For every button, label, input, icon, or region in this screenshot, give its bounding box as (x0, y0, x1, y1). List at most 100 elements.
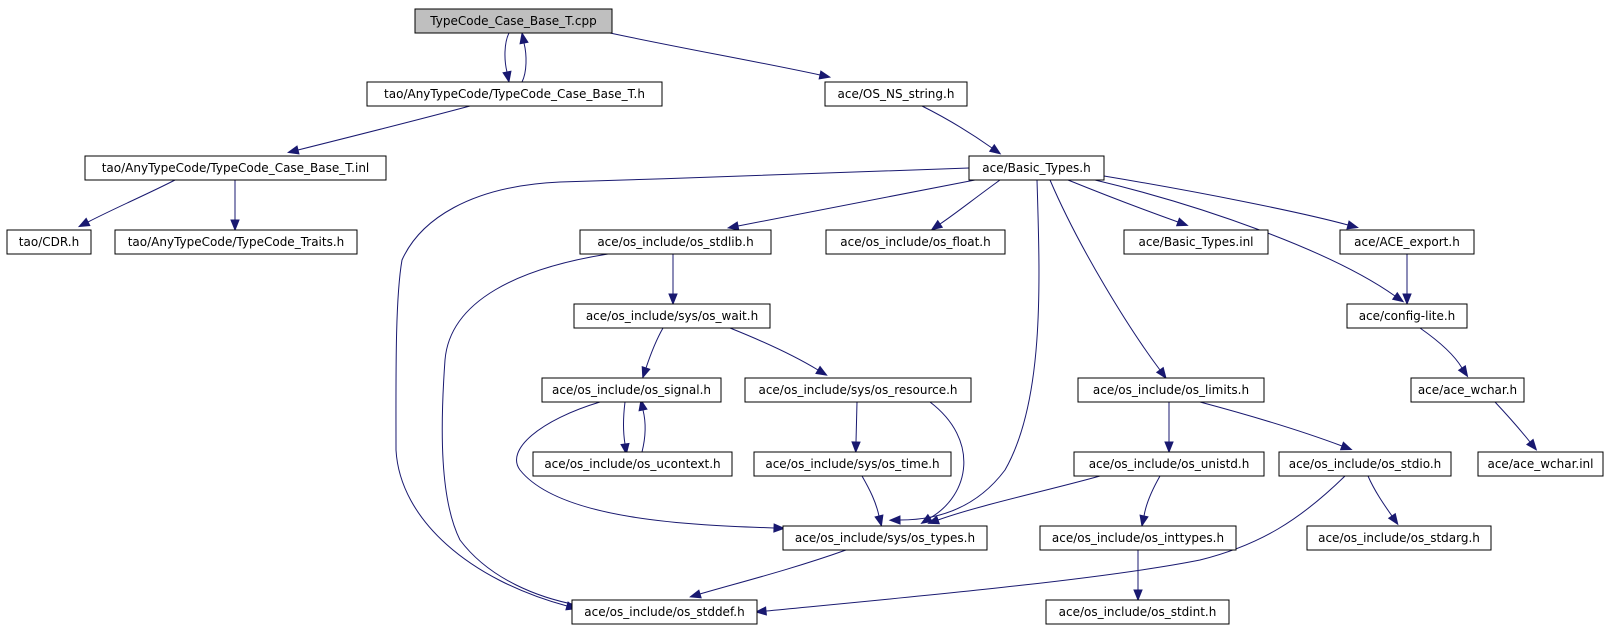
node-box (753, 451, 952, 477)
node-tao-anytypecode-typecode-traits-h[interactable]: tao/AnyTypeCode/TypeCode_Traits.h (114, 229, 358, 255)
edge-line (395, 167, 970, 607)
node-label: TypeCode_Case_Base_T.cpp (429, 14, 596, 28)
node-label: ace/os_include/os_stdarg.h (1318, 531, 1480, 545)
node-label: ace/os_include/os_unistd.h (1089, 457, 1250, 471)
edge-line (1199, 401, 1343, 447)
arrowhead (988, 143, 1002, 155)
edge-line (939, 179, 1001, 225)
edge-line (737, 179, 976, 227)
edge-line (641, 409, 646, 453)
node-label: ace/os_include/os_stdio.h (1289, 457, 1442, 471)
edge-time-to-types (861, 475, 884, 528)
edge-basic-to-types (888, 179, 1040, 525)
edge-root-to-osns (609, 32, 832, 80)
node-box (782, 525, 988, 551)
node-tao-anytypecode-typecode-case-base-t-h[interactable]: tao/AnyTypeCode/TypeCode_Case_Base_T.h (366, 81, 663, 107)
edge-line (929, 401, 965, 519)
edge-line (855, 401, 858, 443)
edge-line (899, 179, 1040, 521)
node-ace-os-include-os-limits-h[interactable]: ace/os_include/os_limits.h (1077, 377, 1265, 403)
node-label: ace/os_include/os_inttypes.h (1052, 531, 1224, 545)
arrowhead (888, 515, 901, 525)
node-ace-os-include-sys-os-time-h[interactable]: ace/os_include/sys/os_time.h (753, 451, 952, 477)
node-ace-os-include-os-stdio-h[interactable]: ace/os_include/os_stdio.h (1278, 451, 1452, 477)
node-box (414, 8, 613, 34)
node-ace-os-ns-string-h[interactable]: ace/OS_NS_string.h (824, 81, 968, 107)
edge-line (1367, 475, 1393, 517)
node-label: ace/os_include/os_float.h (840, 235, 990, 249)
node-ace-os-include-os-ucontext-h[interactable]: ace/os_include/os_ucontext.h (532, 451, 733, 477)
edge-wchar-to-wcharinl (1494, 401, 1538, 451)
node-ace-os-include-os-unistd-h[interactable]: ace/os_include/os_unistd.h (1073, 451, 1265, 477)
edge-line (729, 327, 819, 371)
arrowhead (1402, 293, 1412, 306)
node-label: ace/os_include/os_limits.h (1093, 383, 1249, 397)
node-ace-ace-wchar-h[interactable]: ace/ace_wchar.h (1410, 377, 1525, 403)
node-label: ace/config-lite.h (1359, 309, 1456, 323)
node-label: ace/os_include/os_signal.h (552, 383, 711, 397)
node-label: ace/os_include/os_stddef.h (584, 605, 744, 619)
edge-line (1049, 179, 1161, 371)
node-ace-os-include-os-stdlib-h[interactable]: ace/os_include/os_stdlib.h (579, 229, 772, 255)
node-ace-basic-types-h[interactable]: ace/Basic_Types.h (968, 155, 1105, 181)
node-ace-os-include-sys-os-types-h[interactable]: ace/os_include/sys/os_types.h (782, 525, 988, 551)
edge-unistd-to-types (927, 475, 1101, 525)
node-box (573, 303, 771, 329)
edge-config-to-wchar (1419, 327, 1469, 378)
arrowhead (726, 221, 740, 231)
node-typecode-case-base-t-cpp[interactable]: TypeCode_Case_Base_T.cpp (414, 8, 613, 34)
node-ace-os-include-os-float-h[interactable]: ace/os_include/os_float.h (825, 229, 1006, 255)
edge-basic-to-binl (1067, 179, 1189, 227)
node-tao-anytypecode-typecode-case-base-t-inl[interactable]: tao/AnyTypeCode/TypeCode_Case_Base_T.inl (84, 155, 387, 181)
node-ace-config-lite-h[interactable]: ace/config-lite.h (1346, 303, 1468, 329)
node-ace-os-include-os-stdint-h[interactable]: ace/os_include/os_stdint.h (1045, 599, 1230, 625)
node-label: ace/os_include/sys/os_wait.h (586, 309, 758, 323)
edge-ucontext-to-signal (638, 398, 648, 453)
edge-line (297, 105, 471, 151)
arrowhead (638, 398, 648, 412)
node-ace-ace-wchar-inl[interactable]: ace/ace_wchar.inl (1477, 451, 1604, 477)
arrowhead (689, 589, 702, 599)
arrowhead (1139, 514, 1149, 528)
node-ace-os-include-os-stdarg-h[interactable]: ace/os_include/os_stdarg.h (1306, 525, 1492, 551)
edge-line (1143, 475, 1161, 517)
node-box (1073, 451, 1265, 477)
edge-tcbh-to-root (519, 31, 529, 83)
edge-signal-to-types (516, 401, 786, 533)
node-label: ace/ace_wchar.h (1418, 383, 1517, 397)
node-label: tao/AnyTypeCode/TypeCode_Traits.h (128, 235, 345, 249)
arrowhead (851, 441, 861, 454)
edge-wait-to-signal (641, 327, 664, 379)
node-box (968, 155, 1105, 181)
node-ace-os-include-os-signal-h[interactable]: ace/os_include/os_signal.h (541, 377, 722, 403)
edge-basic-to-float (930, 179, 1001, 231)
arrowhead (286, 145, 300, 155)
node-box (824, 81, 968, 107)
arrowhead (815, 365, 828, 376)
node-ace-basic-types-inl[interactable]: ace/Basic_Types.inl (1123, 229, 1269, 255)
edge-line (521, 42, 527, 83)
arrowhead (1164, 441, 1174, 454)
node-ace-os-include-sys-os-wait-h[interactable]: ace/os_include/sys/os_wait.h (573, 303, 771, 329)
arrowhead (1175, 217, 1189, 227)
edge-line (645, 327, 664, 369)
node-tao-cdr-h[interactable]: tao/CDR.h (6, 229, 92, 255)
node-box (541, 377, 722, 403)
arrowhead (620, 442, 630, 456)
node-label: ace/os_include/sys/os_types.h (795, 531, 975, 545)
node-ace-os-include-sys-os-resource-h[interactable]: ace/os_include/sys/os_resource.h (744, 377, 972, 403)
node-box (579, 229, 772, 255)
node-label: ace/os_include/sys/os_resource.h (758, 383, 957, 397)
node-box (571, 599, 758, 625)
node-ace-os-include-os-stddef-h[interactable]: ace/os_include/os_stddef.h (571, 599, 758, 625)
node-box (6, 229, 92, 255)
arrowhead (773, 523, 786, 533)
arrowhead (1339, 441, 1353, 451)
node-ace-os-include-os-inttypes-h[interactable]: ace/os_include/os_inttypes.h (1039, 525, 1237, 551)
node-label: ace/os_include/os_ucontext.h (544, 457, 720, 471)
edge-basic-to-stdlib (726, 179, 976, 231)
node-ace-ace-export-h[interactable]: ace/ACE_export.h (1339, 229, 1475, 255)
node-box (744, 377, 972, 403)
node-box (366, 81, 663, 107)
